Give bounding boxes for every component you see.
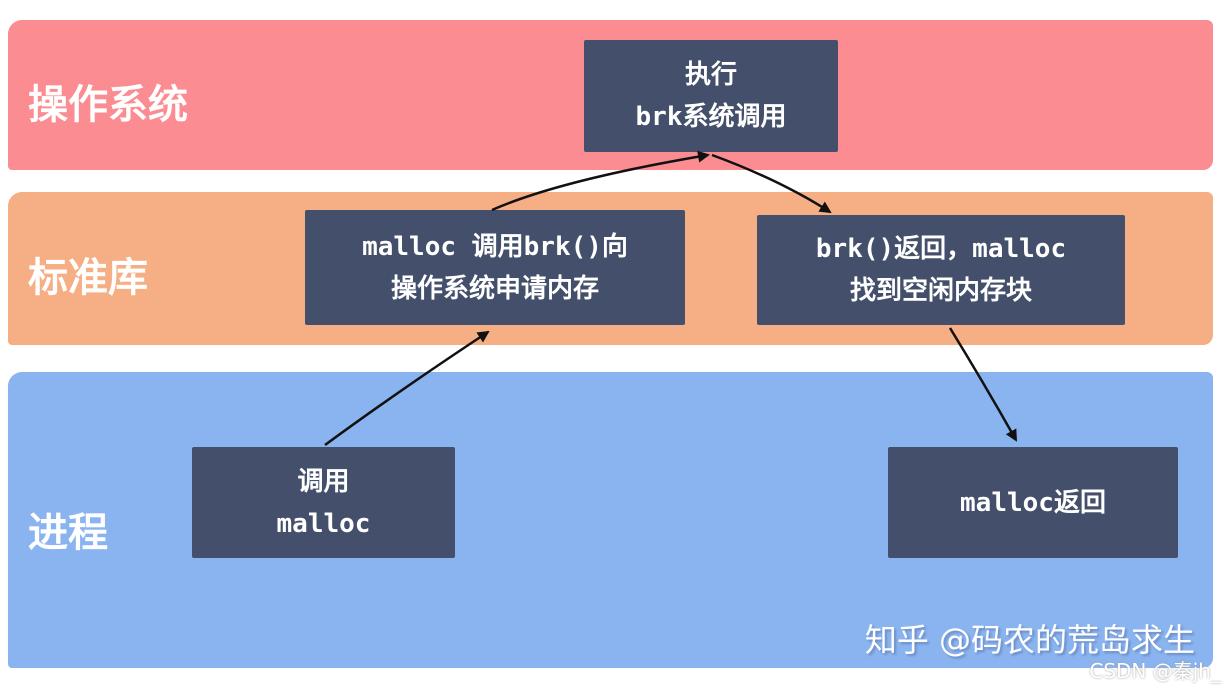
process-layer-label: 进程 [28, 510, 108, 556]
csdn-watermark: CSDN @秦jh_ [1089, 659, 1221, 683]
box-line: brk系统调用 [635, 102, 787, 132]
call-malloc-box: 调用 malloc [192, 447, 455, 558]
arrow-return-to-malloc-return [948, 327, 1018, 442]
lib-layer-label: 标准库 [28, 255, 148, 301]
brk-return-box: brk()返回，malloc 找到空闲内存块 [757, 215, 1125, 325]
malloc-return-box: malloc返回 [888, 447, 1178, 558]
arrow-call-to-request [324, 330, 490, 447]
box-line: 调用 [297, 466, 350, 497]
box-line: 执行 [684, 60, 737, 90]
box-line: brk()返回，malloc [815, 234, 1067, 264]
zhihu-watermark: 知乎 @码农的荒岛求生 [864, 621, 1195, 659]
malloc-request-box: malloc 调用brk()向 操作系统申请内存 [305, 210, 685, 325]
box-line: 找到空闲内存块 [849, 276, 1032, 306]
arrow-request-to-brk [491, 150, 710, 212]
os-layer-label: 操作系统 [28, 82, 188, 128]
box-line: malloc 调用brk()向 [362, 231, 628, 262]
box-line: malloc [276, 508, 371, 539]
box-line: malloc返回 [960, 487, 1106, 518]
box-line: 操作系统申请内存 [390, 273, 599, 304]
arrow-brk-to-return [711, 153, 832, 214]
brk-exec-box: 执行 brk系统调用 [584, 40, 838, 152]
